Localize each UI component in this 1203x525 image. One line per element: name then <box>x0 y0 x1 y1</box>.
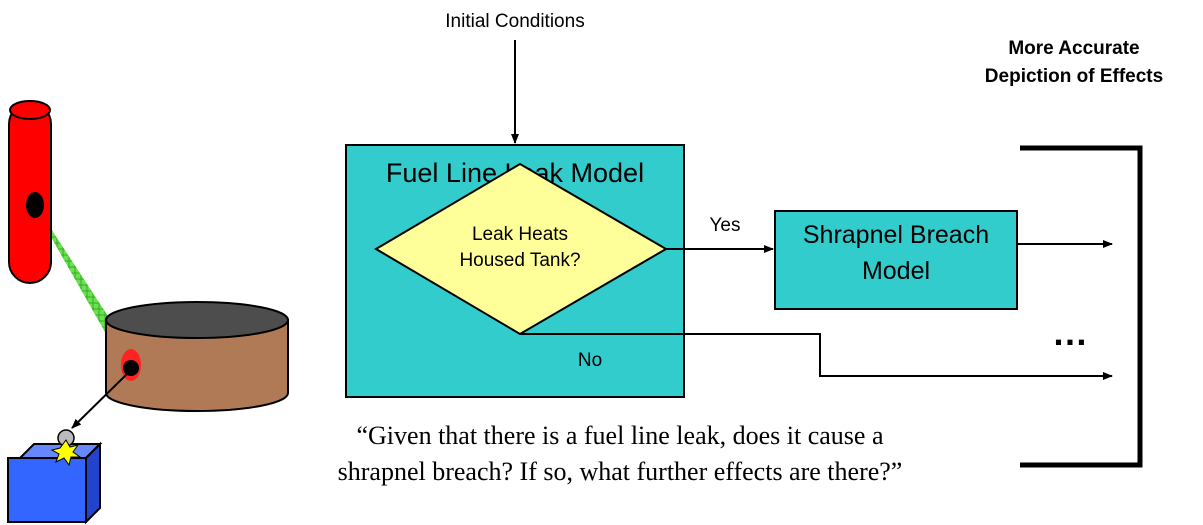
yes-label: Yes <box>710 215 741 236</box>
quote-line2: shrapnel breach? If so, what further eff… <box>338 457 903 486</box>
shrapnel-arrow <box>71 373 128 429</box>
fuel-leak-illustration <box>7 100 289 525</box>
quote-line1: “Given that there is a fuel line leak, d… <box>356 421 883 450</box>
tank-breach-point <box>123 360 139 376</box>
decision-label-line1: Leak Heats <box>472 224 568 245</box>
decision-label-line2: Housed Tank? <box>459 250 580 271</box>
shrapnel-breach-model-line2: Model <box>862 257 930 285</box>
effects-header-line1: More Accurate <box>1008 38 1139 59</box>
housed-tank <box>105 301 289 412</box>
no-label: No <box>578 350 602 371</box>
shrapnel-breach-model-box <box>774 210 1018 310</box>
more-effects-ellipsis: … <box>1052 312 1088 353</box>
leak-hole <box>26 192 44 218</box>
effects-bracket <box>1020 145 1143 468</box>
initial-conditions-label: Initial Conditions <box>445 11 584 32</box>
no-branch-path <box>520 333 1113 380</box>
fuel-line-pipe <box>8 100 52 284</box>
effects-header-line2: Depiction of Effects <box>985 66 1163 87</box>
tank-top <box>105 301 289 339</box>
impact-burst-icon <box>50 439 82 467</box>
shrapnel-breach-model-line1: Shrapnel Breach <box>803 221 989 249</box>
target-component-box <box>7 441 103 525</box>
